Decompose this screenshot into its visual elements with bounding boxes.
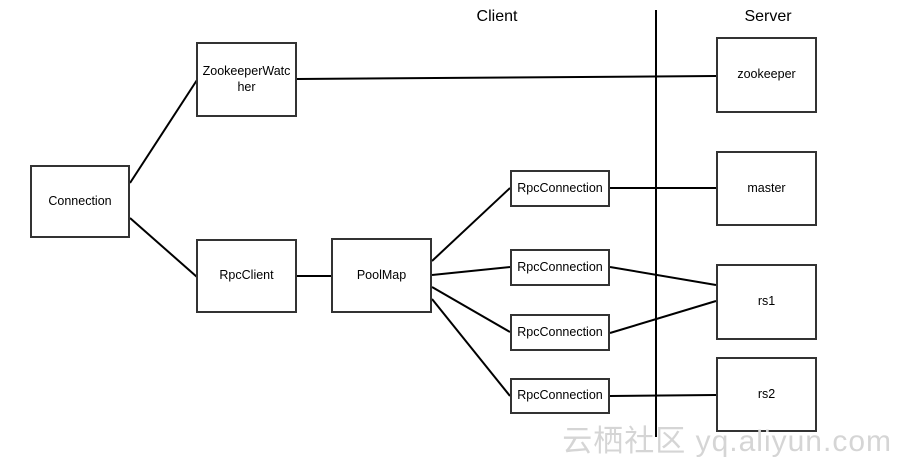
node-rpcconnection-3-label: RpcConnection — [517, 324, 603, 339]
edge-poolmap-rpcconnection-4 — [431, 298, 511, 397]
node-zookeeperwatcher-label: ZookeeperWatcher — [202, 63, 291, 94]
edge-poolmap-rpcconnection-1 — [431, 187, 511, 262]
node-poolmap-label: PoolMap — [356, 267, 407, 282]
node-rs2-label: rs2 — [757, 386, 776, 401]
node-rpcconnection-2: RpcConnection — [510, 249, 610, 286]
node-master-label: master — [747, 180, 786, 195]
node-rpcclient-label: RpcClient — [219, 268, 274, 283]
node-zookeeper-label: zookeeper — [737, 67, 796, 82]
edge-connection-zookeeperwatcher — [129, 79, 198, 184]
node-rpcconnection-1: RpcConnection — [510, 170, 610, 207]
node-rpcconnection-3: RpcConnection — [510, 314, 610, 351]
node-rpcconnection-4: RpcConnection — [510, 378, 610, 414]
node-rpcconnection-4-label: RpcConnection — [517, 388, 603, 403]
node-zookeeper: zookeeper — [716, 37, 817, 113]
node-rs1-label: rs1 — [757, 294, 776, 309]
node-master: master — [716, 151, 817, 226]
edge-poolmap-rpcconnection-3 — [431, 286, 511, 333]
node-rpcconnection-1-label: RpcConnection — [517, 180, 603, 195]
client-zone-label: Client — [476, 8, 518, 25]
node-rs2: rs2 — [716, 357, 817, 432]
node-rpcconnection-2-label: RpcConnection — [517, 259, 603, 274]
node-connection-label: Connection — [48, 193, 112, 208]
edge-rpcconnection-4-rs2 — [609, 394, 717, 397]
node-zookeeperwatcher: ZookeeperWatcher — [196, 42, 297, 117]
edge-connection-rpcclient — [129, 217, 198, 278]
server-zone-label: Server — [744, 8, 792, 25]
node-rs1: rs1 — [716, 264, 817, 340]
node-rpcclient: RpcClient — [196, 239, 297, 313]
node-connection: Connection — [30, 165, 130, 238]
edge-poolmap-rpcconnection-2 — [431, 266, 511, 276]
edge-rpcconnection-2-rs1 — [609, 266, 717, 286]
edge-rpcconnection-3-rs1 — [609, 300, 717, 334]
edge-zookeeperwatcher-zookeeper — [296, 75, 717, 80]
node-poolmap: PoolMap — [331, 238, 432, 313]
